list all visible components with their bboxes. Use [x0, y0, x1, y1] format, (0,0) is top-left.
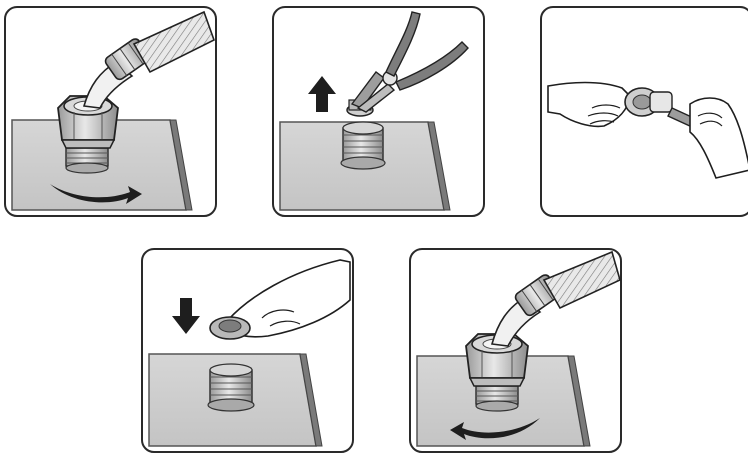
filter-screen-icon	[210, 317, 250, 339]
panel-step-1	[5, 7, 216, 216]
panel-step-5	[410, 249, 621, 452]
panel-step-2	[273, 7, 484, 216]
filter-screen-icon	[625, 88, 672, 116]
inlet-valve-icon	[66, 148, 108, 173]
panel-step-3	[541, 7, 748, 216]
panel-step-4	[142, 249, 353, 452]
inlet-valve-icon	[341, 122, 385, 169]
inlet-valve-icon	[476, 386, 518, 411]
inlet-valve-icon	[208, 364, 254, 411]
